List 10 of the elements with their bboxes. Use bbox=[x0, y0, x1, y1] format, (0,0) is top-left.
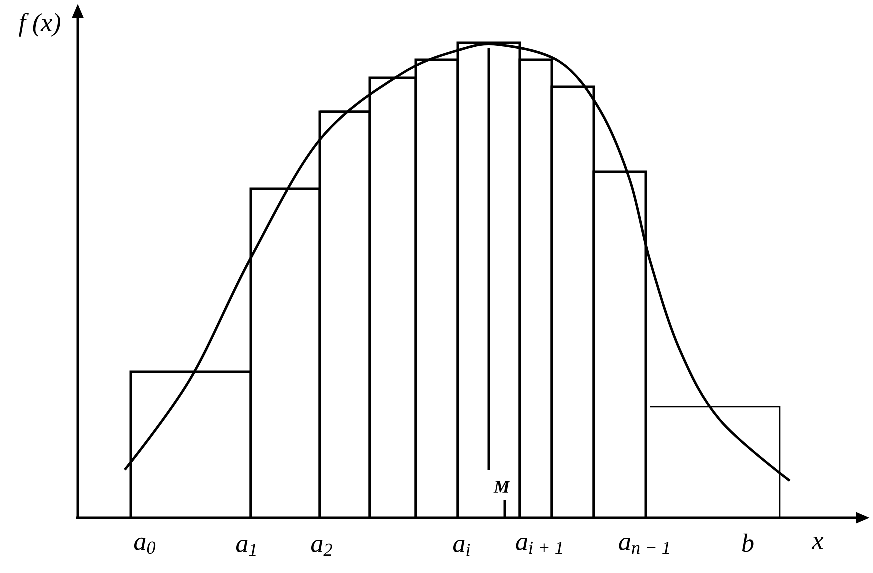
point-label: M bbox=[494, 481, 511, 493]
point-label: b bbox=[742, 534, 754, 552]
axis-label: x bbox=[812, 537, 824, 549]
point-label: a$_{2}$ bbox=[311, 540, 332, 556]
point-label: a$_{i}$ bbox=[454, 540, 470, 556]
point-label: a$_{0}$ bbox=[134, 538, 156, 554]
axis-label: f (x) bbox=[19, 13, 60, 37]
point-label: a$_{1}$ bbox=[236, 540, 256, 556]
point-label: a$_{i + 1}$ bbox=[516, 538, 562, 554]
point-label: a$_{n − 1}$ bbox=[619, 538, 670, 554]
